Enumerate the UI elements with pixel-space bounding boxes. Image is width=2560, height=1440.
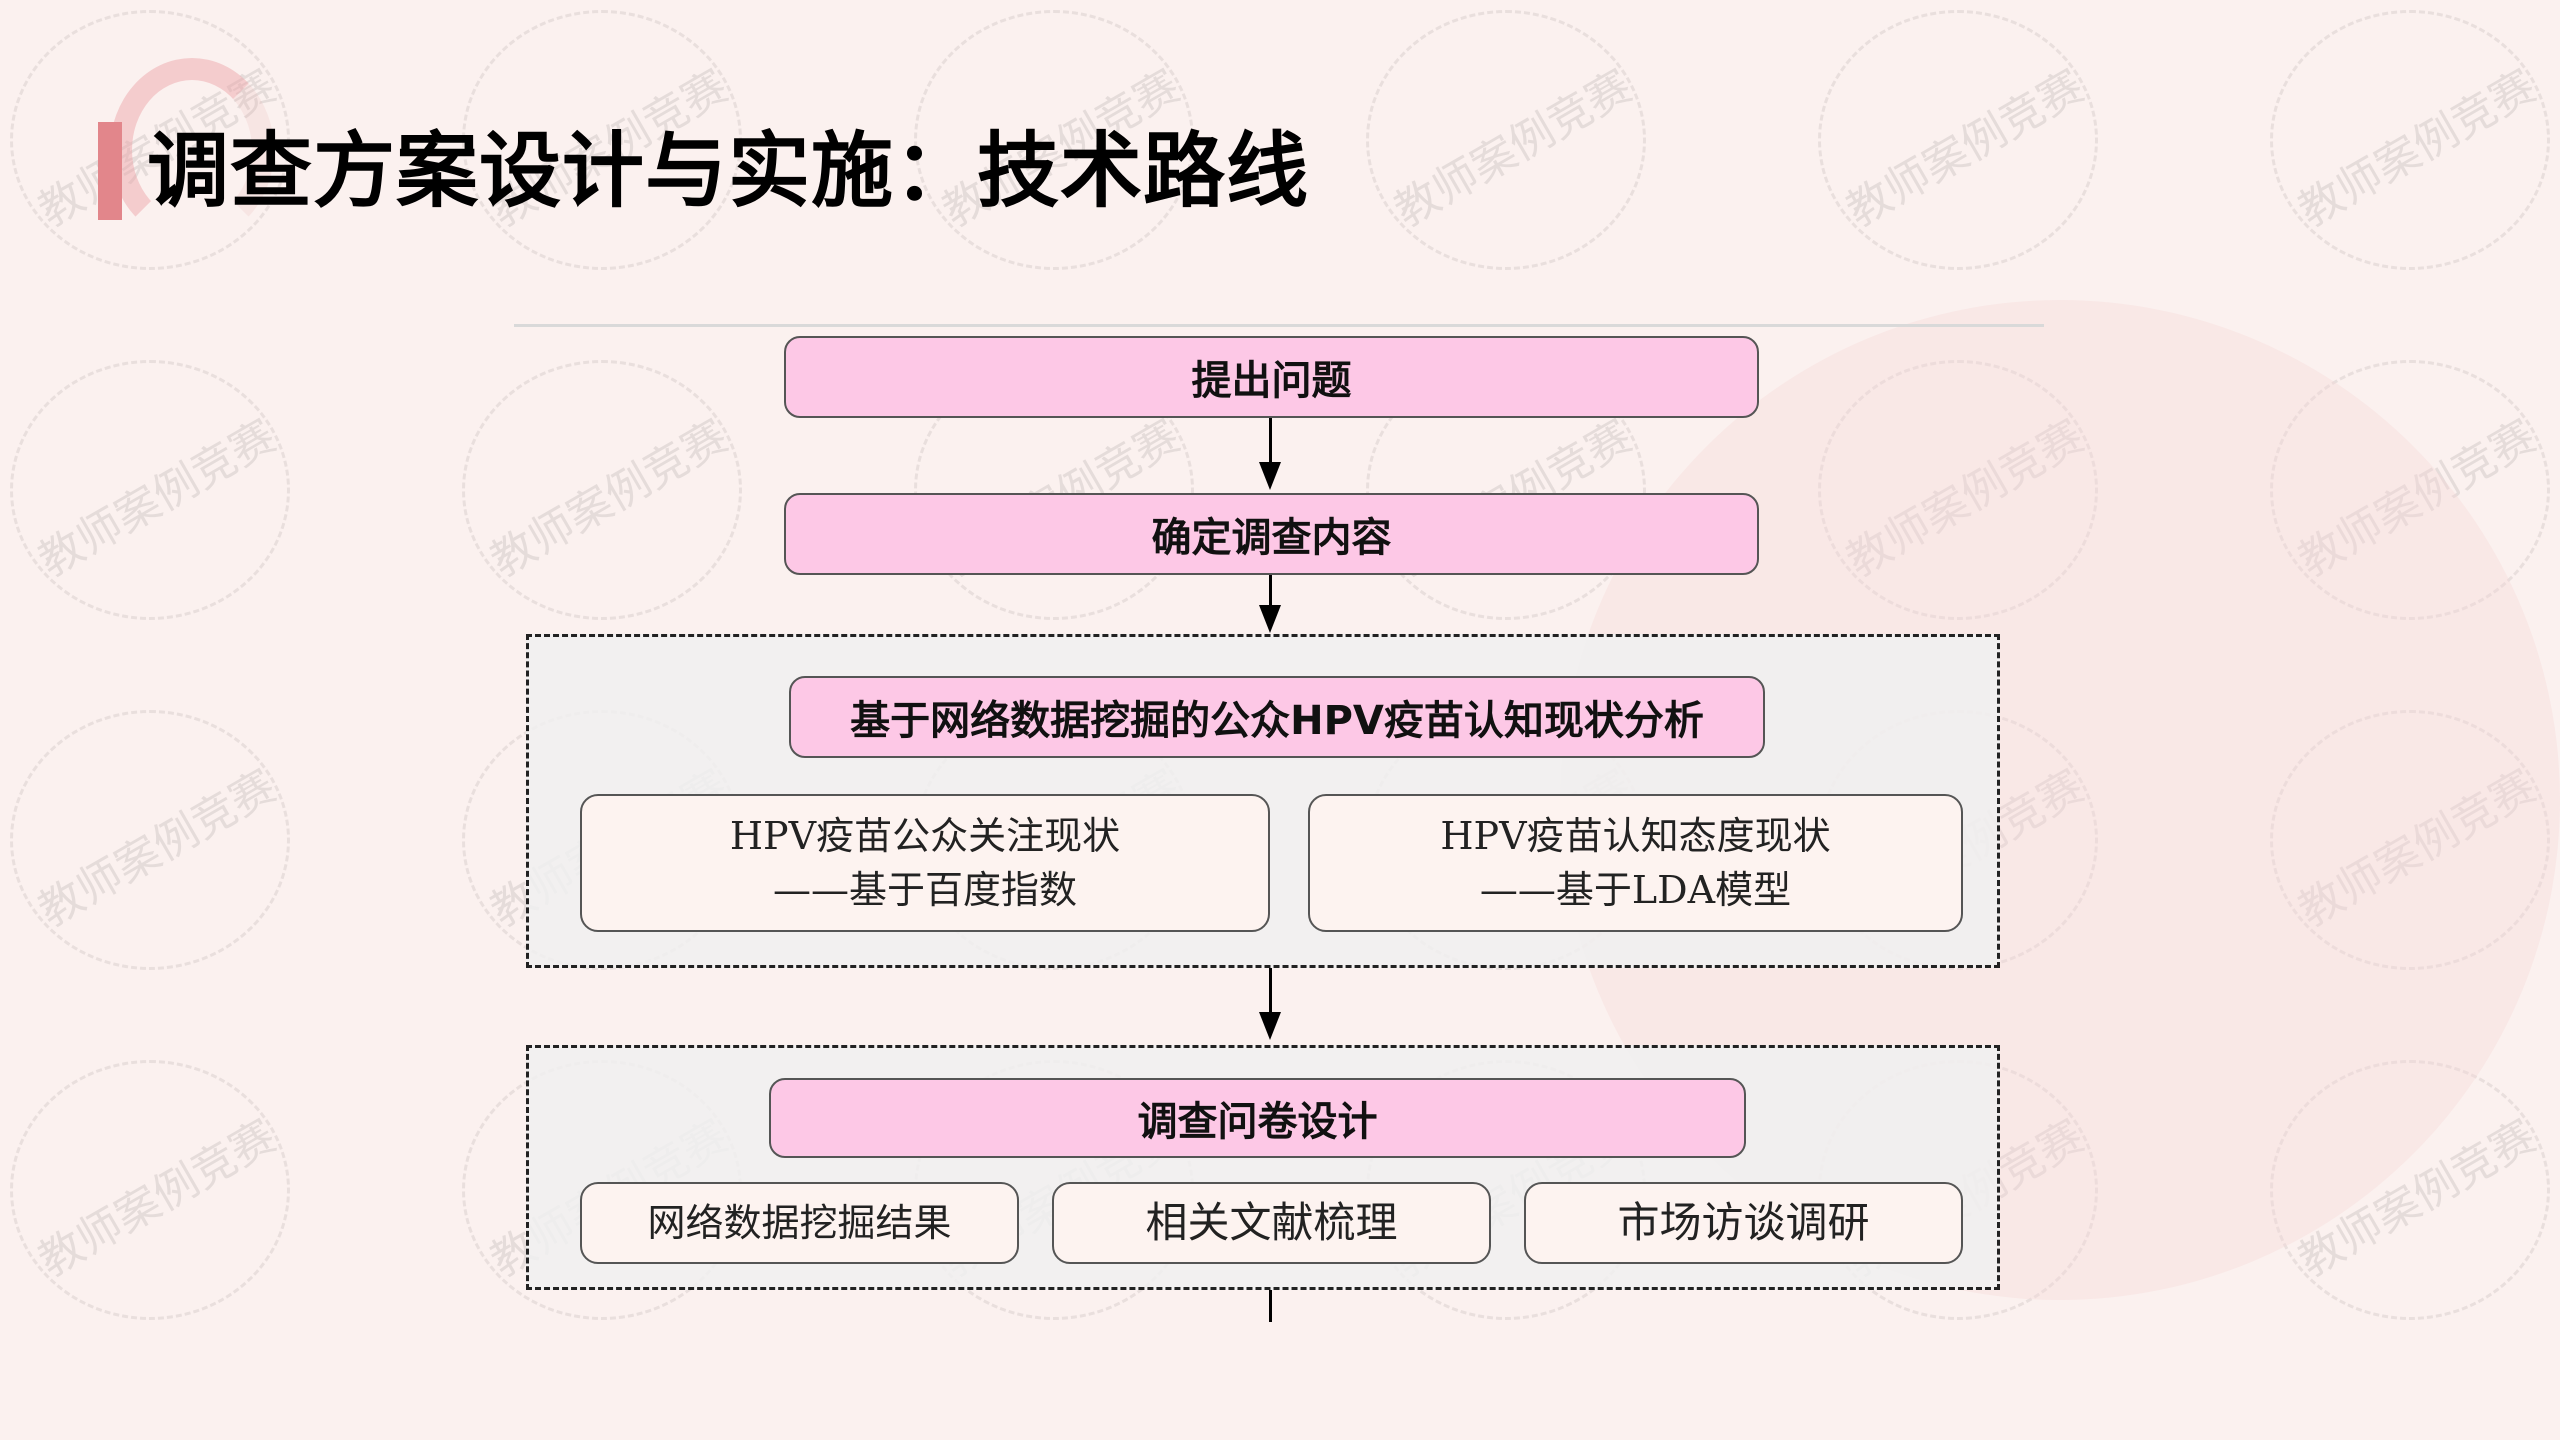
arrow-line <box>1269 418 1272 464</box>
subbox-literature-review: 相关文献梳理 <box>1052 1182 1491 1264</box>
subbox-public-attention: HPV疫苗公众关注现状 ——基于百度指数 <box>580 794 1270 932</box>
flow-step-define-content: 确定调查内容 <box>784 493 1759 575</box>
watermark: 教师案例竞赛 <box>914 10 1194 270</box>
subbox-market-interviews: 市场访谈调研 <box>1524 1182 1963 1264</box>
divider-line <box>514 324 2044 327</box>
watermark-text: 教师案例竞赛 <box>1838 60 2093 237</box>
watermark: 教师案例竞赛 <box>10 710 290 970</box>
section-network-analysis-heading: 基于网络数据挖掘的公众HPV疫苗认知现状分析 <box>789 676 1765 758</box>
title-accent-bar <box>98 122 122 220</box>
subbox-cognitive-attitude: HPV疫苗认知态度现状 ——基于LDA模型 <box>1308 794 1963 932</box>
watermark: 教师案例竞赛 <box>10 1060 290 1320</box>
arrow-head-icon <box>1259 1012 1281 1040</box>
watermark: 教师案例竞赛 <box>1818 10 2098 270</box>
flow-step-raise-question: 提出问题 <box>784 336 1759 418</box>
watermark: 教师案例竞赛 <box>1818 360 2098 620</box>
watermark: 教师案例竞赛 <box>10 10 290 270</box>
arrow-head-icon <box>1259 605 1281 633</box>
page-title: 调查方案设计与实施：技术路线 <box>147 124 1310 219</box>
connector-line <box>1269 1290 1272 1322</box>
watermark: 教师案例竞赛 <box>2270 710 2550 970</box>
arrow-line <box>1269 575 1272 607</box>
arrow-head-icon <box>1259 462 1281 490</box>
watermark-text: 教师案例竞赛 <box>1386 60 1641 237</box>
watermark-text: 教师案例竞赛 <box>30 760 285 937</box>
subbox-line2: ——基于百度指数 <box>772 868 1077 912</box>
watermark-text: 教师案例竞赛 <box>30 410 285 587</box>
subbox-line1: HPV疫苗认知态度现状 <box>1440 814 1831 858</box>
subbox-data-mining-results: 网络数据挖掘结果 <box>580 1182 1019 1264</box>
section-questionnaire-heading: 调查问卷设计 <box>769 1078 1746 1158</box>
watermark: 教师案例竞赛 <box>1366 10 1646 270</box>
watermark: 教师案例竞赛 <box>462 10 742 270</box>
watermark-text: 教师案例竞赛 <box>482 410 737 587</box>
watermark-text: 教师案例竞赛 <box>2290 60 2545 237</box>
watermark: 教师案例竞赛 <box>2270 10 2550 270</box>
subbox-line1: HPV疫苗公众关注现状 <box>729 814 1121 858</box>
watermark: 教师案例竞赛 <box>2270 1060 2550 1320</box>
watermark: 教师案例竞赛 <box>2270 360 2550 620</box>
watermark: 教师案例竞赛 <box>462 360 742 620</box>
watermark-text: 教师案例竞赛 <box>30 1110 285 1287</box>
subbox-line2: ——基于LDA模型 <box>1479 868 1792 912</box>
arrow-line <box>1269 968 1272 1014</box>
watermark: 教师案例竞赛 <box>10 360 290 620</box>
